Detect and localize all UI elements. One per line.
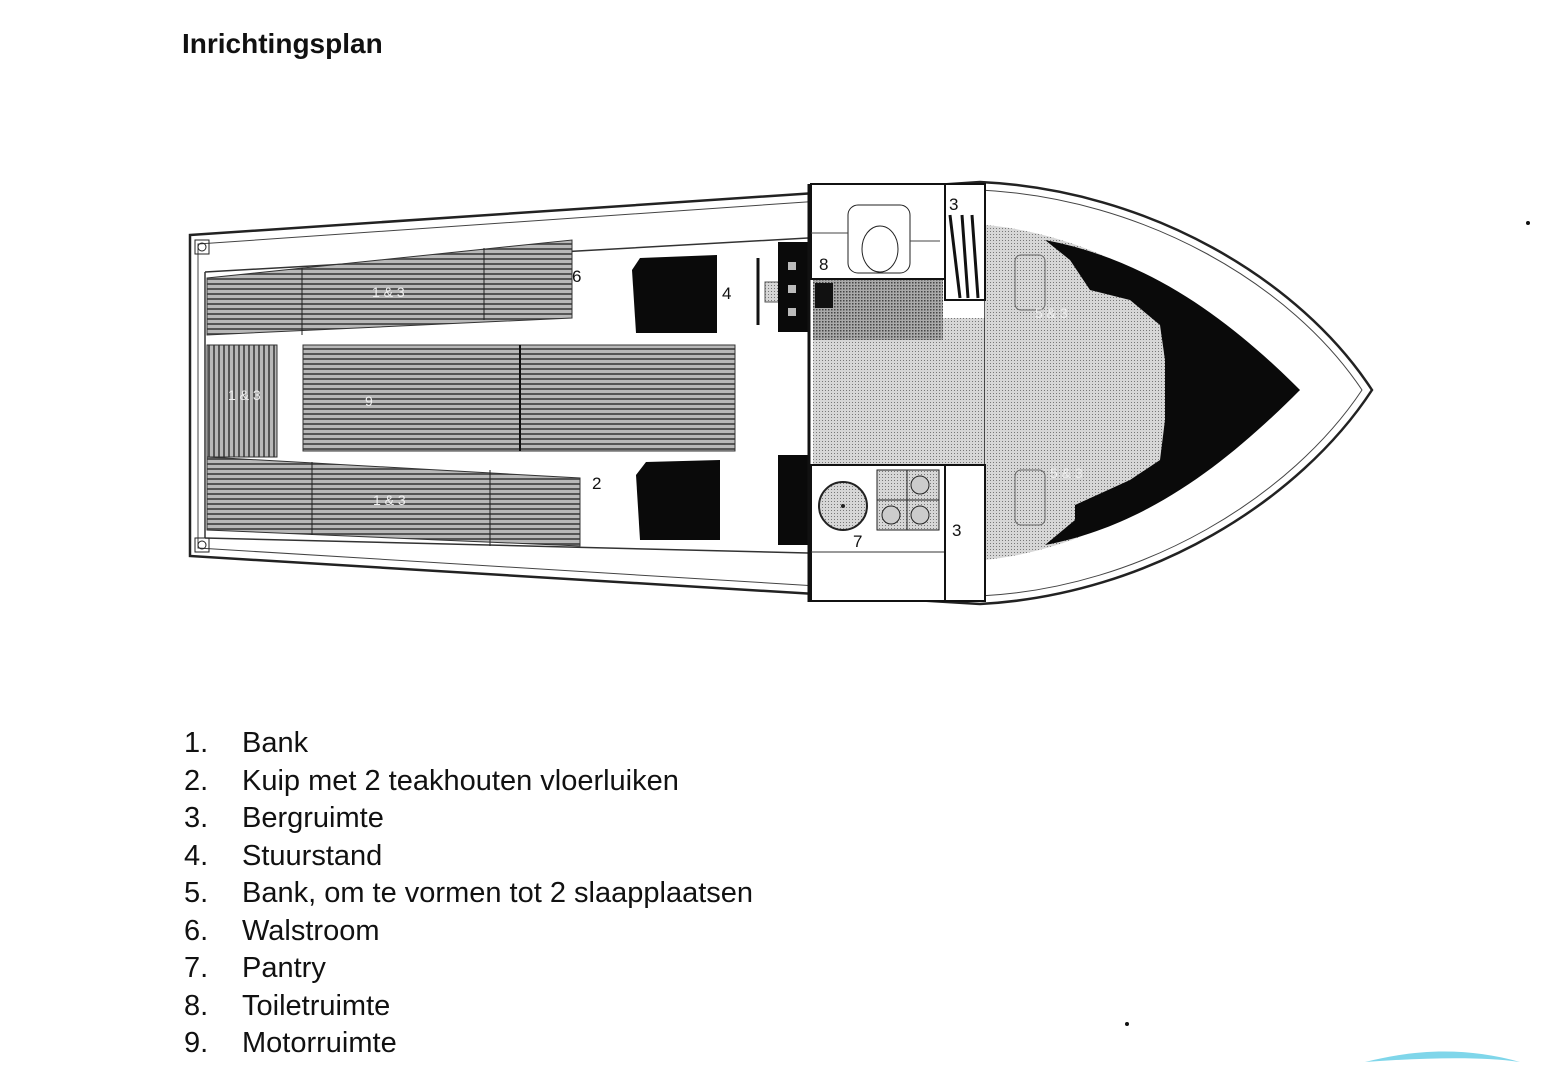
seat-top-label: 1 & 3: [372, 284, 405, 300]
label-3-top: 3: [949, 195, 958, 214]
helm-seat-top: [632, 255, 717, 333]
legend-item: 4.Stuurstand: [184, 839, 383, 872]
dashboard-lower: [778, 455, 808, 545]
seat-top: [206, 239, 573, 336]
cleat-icon: [194, 537, 210, 553]
legend-item: 3.Bergruimte: [184, 802, 384, 834]
seat-stern-label: 1 & 3: [228, 387, 261, 403]
label-4: 4: [722, 284, 731, 303]
bow-berth: [985, 225, 1300, 560]
storage-bottom: [944, 464, 986, 602]
label-2: 2: [592, 474, 601, 493]
legend-item: 9.Motorruimte: [184, 1027, 397, 1059]
watermark-logo: [1365, 1051, 1520, 1062]
berth-bottom-label: 5 & 3: [1050, 465, 1083, 481]
label-8: 8: [819, 255, 828, 274]
legend-item: 5.Bank, om te vormen tot 2 slaapplaatsen: [184, 877, 754, 909]
legend-item: 6.Walstroom: [184, 914, 380, 947]
legend-list: 1.Bank 2.Kuip met 2 teakhouten vloerluik…: [184, 725, 753, 1063]
berth-top-label: 5 & 3: [1035, 305, 1068, 321]
cleat-icon: [194, 239, 210, 255]
toilet-icon: [861, 225, 899, 273]
seat-bottom: [206, 456, 581, 547]
page-title: Inrichtingsplan: [182, 28, 383, 59]
legend-item: 1.Bank: [184, 727, 309, 759]
engine-label: 9: [365, 393, 373, 409]
seat-stern: [206, 344, 278, 458]
legend-item: 8.Toiletruimte: [184, 989, 391, 1022]
seat-bottom-label: 1 & 3: [373, 492, 406, 508]
hull-inner-line: [197, 189, 1363, 597]
bow-dark-area: [1045, 240, 1300, 545]
label-6: 6: [572, 267, 581, 286]
label-7: 7: [853, 532, 862, 551]
legend-item: 2.Kuip met 2 teakhouten vloerluiken: [184, 764, 679, 797]
helm-seat-bottom: [636, 460, 720, 540]
legend-item: 7.Pantry: [184, 952, 326, 984]
label-3-bottom: 3: [952, 521, 961, 540]
